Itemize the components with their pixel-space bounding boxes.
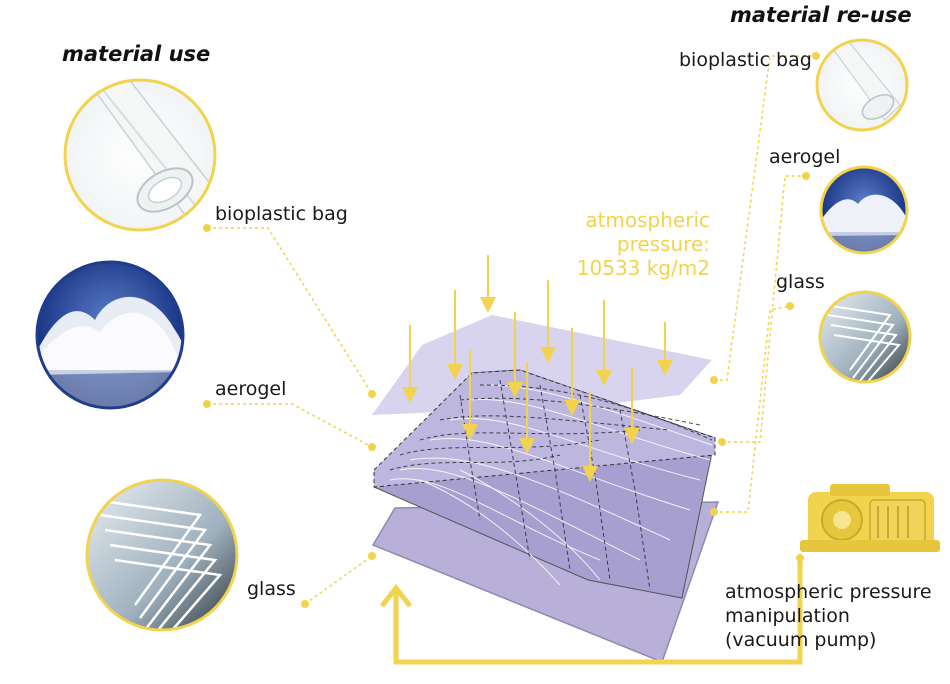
left-label-aerogel: aerogel: [215, 378, 287, 400]
aerogel-mesh-sheet: [373, 369, 716, 599]
return-arrow-icon: [380, 560, 803, 665]
left-label-bioplastic: bioplastic bag: [215, 203, 348, 225]
left-label-glass: glass: [247, 578, 296, 600]
right-aerogel-photo: [819, 165, 909, 255]
right-glass-photo: [818, 290, 912, 384]
right-bioplastic-photo: [815, 38, 909, 132]
pump-line-2: manipulation: [725, 605, 850, 627]
heading-material-reuse: material re-use: [730, 3, 912, 27]
pump-label: atmospheric pressure manipulation (vacuu…: [725, 580, 932, 652]
right-label-bioplastic: bioplastic bag: [679, 49, 812, 71]
pressure-line-2: pressure:: [616, 232, 710, 256]
pressure-label: atmospheric pressure: 10533 kg/m2: [560, 208, 710, 280]
pressure-line-3: 10533 kg/m2: [576, 256, 710, 280]
heading-material-use: material use: [62, 42, 211, 66]
left-aerogel-photo: [35, 260, 185, 410]
right-label-aerogel: aerogel: [769, 146, 841, 168]
pressure-arrows: [402, 255, 673, 482]
pump-line-1: atmospheric pressure: [725, 581, 932, 603]
vacuum-pump-icon: [800, 484, 940, 552]
pressure-line-1: atmospheric: [585, 208, 710, 232]
right-label-glass: glass: [776, 271, 825, 293]
pump-line-3: (vacuum pump): [725, 629, 877, 651]
left-bioplastic-photo: [63, 78, 217, 232]
left-glass-photo: [85, 478, 239, 632]
leader-lines: [207, 55, 816, 605]
